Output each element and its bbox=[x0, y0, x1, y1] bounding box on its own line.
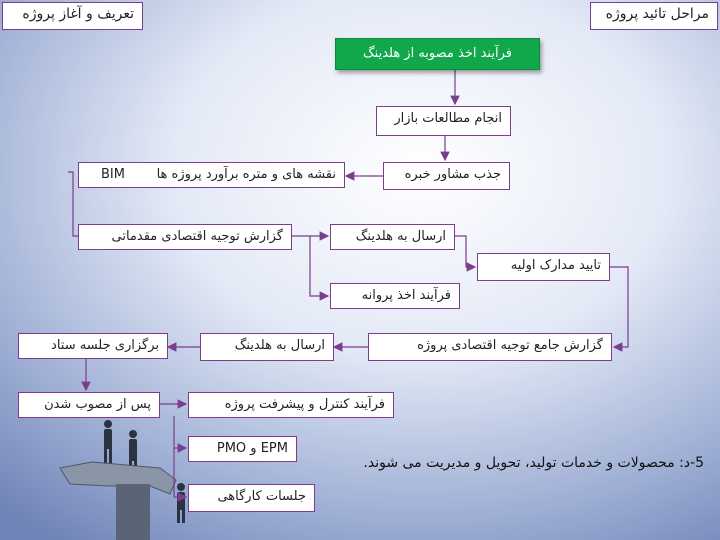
node-feasibility-report: گزارش توجیه اقتصادی مقدماتی bbox=[78, 224, 292, 250]
node-epm-pmo: EPM و PMO bbox=[188, 436, 297, 462]
node-send-holding-1: ارسال به هلدینگ bbox=[330, 224, 455, 250]
node-maps-estimate: نقشه های و متره برآورد پروژه ها BIM bbox=[78, 162, 345, 188]
maps-estimate-label: نقشه های و متره برآورد پروژه ها bbox=[156, 167, 336, 182]
node-market-study: انجام مطالعات بازار bbox=[376, 106, 511, 136]
footer-caption: 5-د: محصولات و خدمات تولید، تحویل و مدیر… bbox=[363, 455, 704, 471]
node-approval-process: فرآیند اخذ مصوبه از هلدینگ bbox=[335, 38, 540, 70]
bim-label: BIM bbox=[101, 167, 125, 182]
node-hire-consultant: جذب مشاور خبره bbox=[383, 162, 510, 190]
node-board-meeting: برگزاری جلسه ستاد bbox=[18, 333, 168, 359]
person-figure-1 bbox=[104, 420, 112, 464]
node-full-report: گزارش جامع توجیه اقتصادی پروژه bbox=[368, 333, 612, 361]
node-control-process: فرآیند کنترل و پیشرفت پروژه bbox=[188, 392, 394, 418]
node-site-meetings: جلسات کارگاهی bbox=[188, 484, 315, 512]
node-initial-docs: تایید مدارک اولیه bbox=[477, 253, 610, 281]
hammer-icon bbox=[59, 461, 177, 540]
node-permit-process: فرآیند اخذ پروانه bbox=[330, 283, 460, 309]
corner-title-left: تعریف و آغاز پروژه bbox=[2, 2, 143, 30]
node-send-holding-2: ارسال به هلدینگ bbox=[200, 333, 334, 361]
node-after-approval: پس از مصوب شدن bbox=[18, 392, 160, 418]
corner-title-right: مراحل تائید پروژه bbox=[590, 2, 718, 30]
